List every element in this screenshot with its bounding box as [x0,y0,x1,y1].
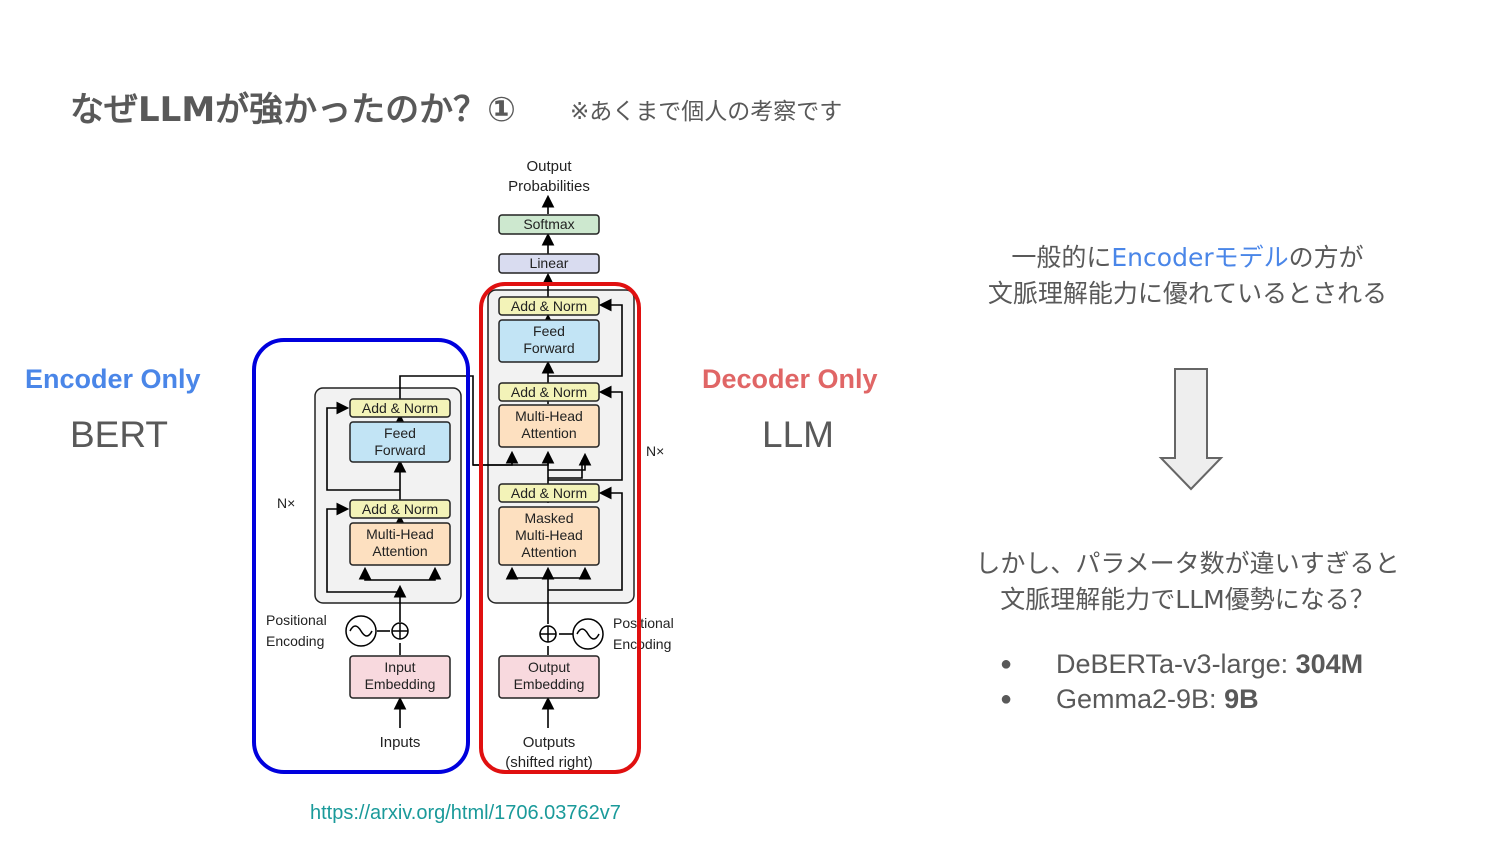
encoder-add-norm-2-text: Add & Norm [362,400,438,416]
down-arrow-icon [1158,368,1224,491]
transformer-architecture-diagram: Add & Norm Feed Forward Add & Norm Multi… [252,158,674,774]
decoder-add-norm-2-text: Add & Norm [511,384,587,400]
linear-block [498,253,600,274]
encoder-highlight-frame [252,338,470,774]
decoder-positional-text-2: Encoding [613,636,671,652]
encoder-feed-forward-text-2: Forward [374,442,425,458]
encoder-mha-text-2: Attention [372,543,427,559]
encoder-add-norm-2 [349,398,451,418]
slide-subtitle: ※あくまで個人の考察です [570,99,843,125]
encoder-positional-text-2: Encoding [266,633,324,649]
question-line-2: 文脈理解能力でLLM優勢になる？ [1000,585,1375,614]
statement-line-2: 文脈理解能力に優れているとされる [987,279,1388,308]
decoder-masked-attention [498,506,600,566]
decoder-add-norm-3 [498,296,600,316]
list-item: DeBERTa-v3-large: 304M [1000,647,1363,682]
encoder-mha-text-1: Multi-Head [366,526,434,542]
output-embedding [498,655,600,699]
decoder-only-label: Decoder Only [702,364,878,394]
encoder-positional-text-1: Positional [266,612,327,628]
encoder-multi-head-attention [349,522,451,566]
encoder-add-norm-1 [349,499,451,519]
encoder-feed-forward [349,421,451,463]
decoder-feed-forward-text-1: Feed [533,323,565,339]
softmax-text: Softmax [523,216,574,232]
input-embedding-text-1: Input [384,659,415,675]
decoder-positional-text-1: Positional [613,615,674,631]
encoder-nx-label: N× [277,495,295,511]
decoder-add-norm-3-text: Add & Norm [511,298,587,314]
outputs-label-2: (shifted right) [505,754,593,771]
masked-mha-text-1: Masked [524,510,573,526]
source-link[interactable]: https://arxiv.org/html/1706.03762v7 [310,802,621,824]
decoder-add-norm-2 [498,382,600,402]
decoder-add-norm-1 [498,483,600,503]
encoder-only-label: Encoder Only [25,364,201,394]
encoder-model-name: BERT [70,414,169,455]
input-embedding [349,655,451,699]
decoder-mha-text-2: Attention [521,425,576,441]
decoder-multi-head-attention [498,404,600,448]
slide-title: なぜLLMが強かったのか？① [70,90,516,130]
output-embedding-text-1: Output [528,659,570,675]
decoder-nx-label: N× [646,443,664,459]
output-probabilities-label-2: Probabilities [508,178,590,195]
input-embedding-text-2: Embedding [365,676,436,692]
encoder-model-highlight: Encoderモデル [1111,243,1289,272]
list-item: Gemma2-9B: 9B [1000,682,1363,717]
outputs-label-1: Outputs [523,734,576,751]
decoder-model-name: LLM [762,414,834,455]
statement-text: 一般的にEncoderモデルの方が 文脈理解能力に優れているとされる [945,240,1430,312]
decoder-feed-forward-text-2: Forward [523,340,574,356]
encoder-stack [314,387,462,604]
parameter-list: DeBERTa-v3-large: 304M Gemma2-9B: 9B [1000,647,1363,717]
linear-text: Linear [530,255,569,271]
inputs-label: Inputs [380,734,421,751]
statement-line-1: 一般的にEncoderモデルの方が [1011,243,1364,272]
encoder-add-norm-1-text: Add & Norm [362,501,438,517]
question-line-1: しかし、パラメータ数が違いすぎると [975,549,1400,578]
decoder-mha-text-1: Multi-Head [515,408,583,424]
decoder-add-norm-1-text: Add & Norm [511,485,587,501]
output-probabilities-label-1: Output [526,158,572,175]
output-embedding-text-2: Embedding [514,676,585,692]
masked-mha-text-3: Attention [521,544,576,560]
encoder-feed-forward-text-1: Feed [384,425,416,441]
masked-mha-text-2: Multi-Head [515,527,583,543]
softmax-block [498,214,600,235]
decoder-feed-forward [498,319,600,363]
question-text: しかし、パラメータ数が違いすぎると 文脈理解能力でLLM優勢になる？ [945,546,1430,618]
decoder-highlight-frame [479,282,641,774]
